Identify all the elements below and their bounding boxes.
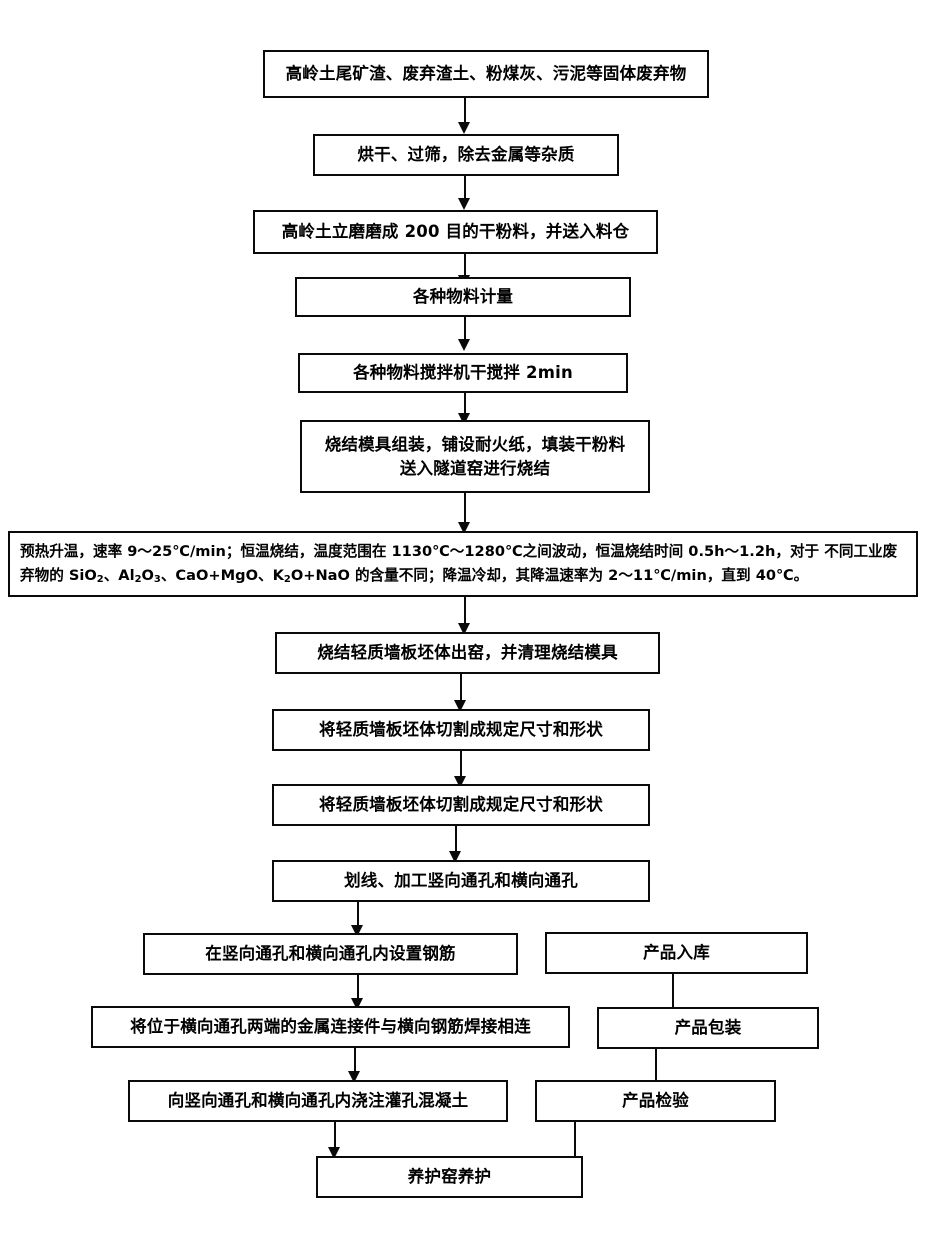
edge-n15-n16-line (574, 1104, 576, 1158)
edge-n13-n14-line (354, 1048, 356, 1074)
edge-n6-n7-line (464, 493, 466, 528)
flow-node-label: 烧结轻质墙板坯体出窑，并清理烧结模具 (317, 643, 618, 663)
edge-n1-n2-line (464, 98, 466, 124)
edge-n10-n11-line (455, 826, 457, 854)
flow-node-cut-to-size-2: 将轻质墙板坯体切割成规定尺寸和形状 (272, 784, 650, 826)
flow-node-product-inspection: 产品检验 (535, 1080, 776, 1122)
flow-node-label: 产品检验 (622, 1091, 689, 1111)
flow-node-label: 高岭土立磨磨成 200 目的干粉料，并送入料仓 (281, 222, 630, 242)
edge-n9-n10-line (460, 751, 462, 779)
edge-n17-n18-line (672, 963, 674, 1008)
flow-node-label: 高岭土尾矿渣、废弃渣土、粉煤灰、污泥等固体废弃物 (285, 64, 687, 84)
flow-node-product-warehousing: 产品入库 (545, 932, 808, 974)
flow-node-mold-assembly-sintering: 烧结模具组装，铺设耐火纸，填装干粉料 送入隧道窑进行烧结 (300, 420, 650, 493)
subscript-al2: 2 (134, 573, 142, 585)
edge-n2-n3-arrowhead (458, 198, 470, 210)
flow-node-label: 产品入库 (643, 943, 710, 963)
flow-node-label: 划线、加工竖向通孔和横向通孔 (344, 871, 578, 891)
subscript-sio2: 2 (96, 573, 104, 585)
flow-node-marking-drilling: 划线、加工竖向通孔和横向通孔 (272, 860, 650, 902)
flow-node-dry-mixing: 各种物料搅拌机干搅拌 2min (298, 353, 628, 393)
edge-n2-n3-line (464, 176, 466, 200)
flow-node-label-line1: 烧结模具组装，铺设耐火纸，填装干粉料 (324, 434, 626, 454)
flow-node-curing-kiln: 养护窑养护 (316, 1156, 583, 1198)
flow-node-drying-screening: 烘干、过筛，除去金属等杂质 (313, 134, 619, 176)
edge-n1-n2-arrowhead (458, 122, 470, 134)
flow-node-label: 将轻质墙板坯体切割成规定尺寸和形状 (319, 795, 603, 815)
edge-n4-n5-arrowhead (458, 339, 470, 351)
flow-node-material-weighing: 各种物料计量 (295, 277, 631, 317)
paragraph-content: 预热升温，速率 9～25℃/min；恒温烧结，温度范围在 1130℃～1280℃… (20, 540, 906, 587)
edge-n4-n5-line (464, 317, 466, 341)
paragraph-line-1: 预热升温，速率 9～25℃/min；恒温烧结，温度范围在 1130℃～1280℃… (20, 543, 820, 561)
edge-n11-n12-line (357, 902, 359, 928)
flow-node-label: 产品包装 (674, 1018, 742, 1038)
flow-node-label: 烘干、过筛，除去金属等杂质 (357, 145, 575, 165)
edge-n7-n8-line (464, 597, 466, 629)
paragraph-line-2: 不同工业废弃物的 SiO2、Al2O3、CaO+MgO、K2O+NaO 的含量不… (20, 543, 898, 585)
edge-n3-n4-line (464, 254, 466, 277)
flow-node-vertical-mill: 高岭土立磨磨成 200 目的干粉料，并送入料仓 (253, 210, 658, 254)
subscript-o3: 3 (153, 573, 161, 585)
flow-node-label: 将轻质墙板坯体切割成规定尺寸和形状 (319, 720, 603, 740)
flow-node-cut-to-size-1: 将轻质墙板坯体切割成规定尺寸和形状 (272, 709, 650, 751)
flow-node-product-packaging: 产品包装 (597, 1007, 819, 1049)
edge-n16-n17-line (655, 1036, 657, 1081)
edge-n15-n16-horizontal (498, 1156, 574, 1158)
flow-node-label-line2: 送入隧道窑进行烧结 (399, 458, 551, 478)
edge-n8-n9-line (460, 674, 462, 704)
flow-node-label: 将位于横向通孔两端的金属连接件与横向钢筋焊接相连 (130, 1017, 531, 1037)
flow-node-label: 向竖向通孔和横向通孔内浇注灌孔混凝土 (167, 1091, 469, 1111)
flow-node-firing-curve-parameters: 预热升温，速率 9～25℃/min；恒温烧结，温度范围在 1130℃～1280℃… (8, 531, 918, 597)
subscript-k2: 2 (283, 573, 291, 585)
flow-node-weld-connectors: 将位于横向通孔两端的金属连接件与横向钢筋焊接相连 (91, 1006, 570, 1048)
edge-n12-n13-line (357, 975, 359, 1001)
edge-n5-n6-line (464, 393, 466, 415)
flow-node-label: 各种物料计量 (412, 287, 514, 307)
flow-node-place-rebar: 在竖向通孔和横向通孔内设置钢筋 (143, 933, 518, 975)
flow-node-label: 养护窑养护 (407, 1167, 492, 1187)
edge-n14-n15-line (334, 1122, 336, 1150)
flow-node-pour-grout-concrete: 向竖向通孔和横向通孔内浇注灌孔混凝土 (128, 1080, 508, 1122)
flow-node-raw-materials: 高岭土尾矿渣、废弃渣土、粉煤灰、污泥等固体废弃物 (263, 50, 709, 98)
flow-node-label: 各种物料搅拌机干搅拌 2min (353, 363, 573, 383)
flow-node-label: 在竖向通孔和横向通孔内设置钢筋 (205, 944, 456, 964)
flow-node-unload-kiln: 烧结轻质墙板坯体出窑，并清理烧结模具 (275, 632, 660, 674)
